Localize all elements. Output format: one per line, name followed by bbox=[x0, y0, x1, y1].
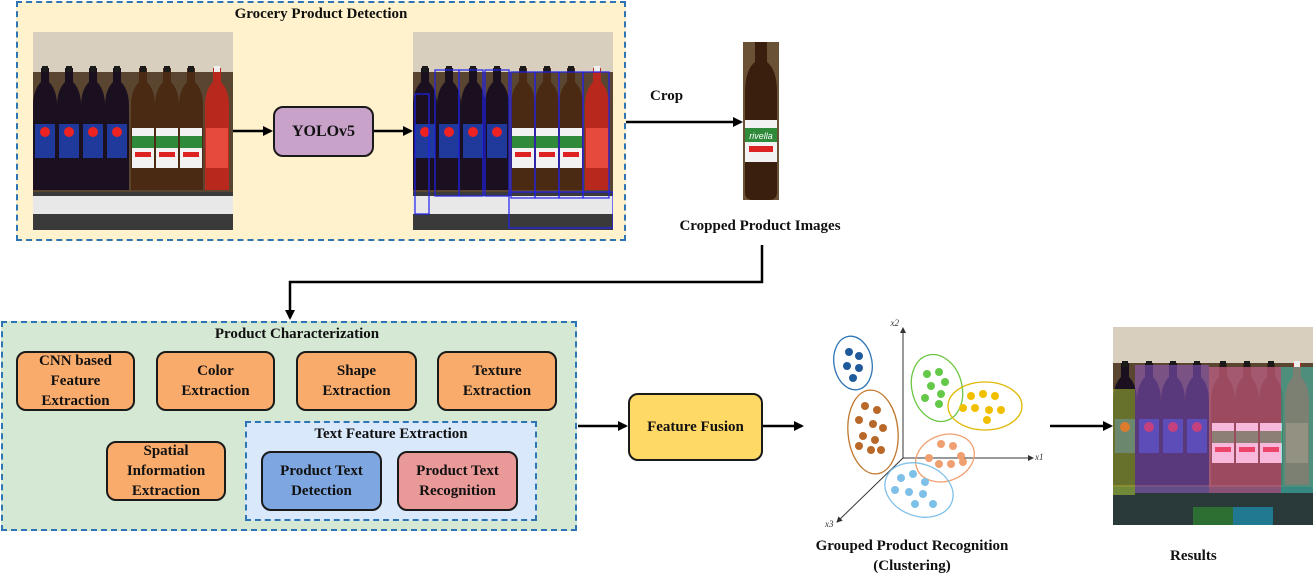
spatial-info-box: Spatial Information Extraction bbox=[106, 441, 226, 501]
texture-extraction-box: Texture Extraction bbox=[437, 351, 557, 411]
cropped-product-image: rivella bbox=[743, 42, 779, 200]
cluster-plot: x2 x1 x3 bbox=[815, 310, 1055, 535]
characterization-title: Product Characterization bbox=[214, 326, 380, 342]
results-label: Results bbox=[1170, 548, 1217, 564]
crop-label: Crop bbox=[650, 88, 684, 104]
arrow-to-characterization bbox=[285, 245, 764, 320]
cropped-images-label: Cropped Product Images bbox=[679, 218, 841, 234]
yolo-box: YOLOv5 bbox=[273, 106, 374, 157]
text-detection-box: Product Text Detection bbox=[261, 451, 382, 511]
clustering-label: Grouped Product Recognition (Clustering) bbox=[815, 538, 1009, 574]
shape-extraction-box: Shape Extraction bbox=[296, 351, 417, 411]
axis-x1-label: x1 bbox=[1034, 452, 1044, 462]
results-image bbox=[1113, 327, 1313, 525]
shelf-image-input bbox=[33, 32, 233, 230]
detection-title: Grocery Product Detection bbox=[234, 6, 408, 22]
axis-x3-label: x3 bbox=[824, 519, 834, 529]
text-feature-title: Text Feature Extraction bbox=[314, 426, 468, 442]
color-extraction-box: Color Extraction bbox=[156, 351, 275, 411]
shelf-image-detected bbox=[413, 32, 613, 230]
text-recognition-box: Product Text Recognition bbox=[397, 451, 518, 511]
feature-fusion-box: Feature Fusion bbox=[628, 393, 763, 461]
cnn-feature-box: CNN based Feature Extraction bbox=[16, 351, 135, 411]
axis-x2-label: x2 bbox=[890, 318, 900, 328]
cropped-brand-text: rivella bbox=[749, 131, 773, 141]
